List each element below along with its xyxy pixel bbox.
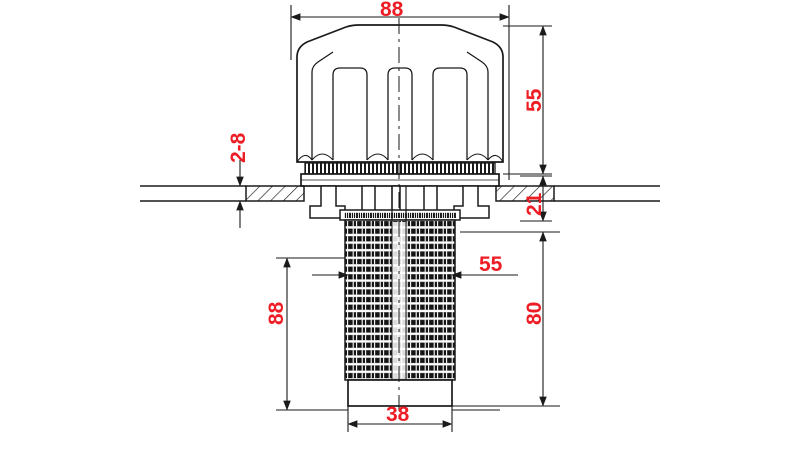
knob-cap-scallops — [296, 153, 504, 163]
dimline-cap-diameter — [290, 5, 510, 180]
dimline-cap-height — [503, 25, 552, 175]
internal-tube — [391, 186, 407, 222]
dimline-total-depth — [452, 231, 560, 407]
knob-knurl-band — [304, 162, 496, 175]
dimension-label-strainer-length: 88 — [265, 301, 288, 325]
knob-cap-outline — [296, 24, 504, 163]
dimline-strainer-bottom-dia — [300, 404, 500, 432]
dimension-label-plate-thickness: 2-8 — [227, 132, 250, 163]
strainer-bottom-cap — [347, 379, 453, 407]
dimline-strainer-length — [276, 257, 348, 411]
upper-flange-disc — [300, 173, 500, 187]
dimension-label-flange-height: 21 — [523, 192, 546, 216]
strainer-basket — [344, 219, 456, 381]
dimension-label-strainer-bottom-dia: 38 — [386, 403, 410, 426]
dimension-label-body-diameter: 55 — [479, 253, 503, 276]
dimline-body-diameter — [312, 252, 518, 290]
part-geometry — [140, 24, 660, 407]
dimension-lines — [228, 5, 560, 432]
knob-cap-flutes — [311, 51, 489, 160]
dimension-label-cap-height: 55 — [523, 88, 546, 112]
dimline-flange-height — [520, 175, 552, 222]
dimension-label-cap-diameter: 88 — [380, 0, 404, 21]
dimension-label-total-depth: 80 — [523, 301, 546, 325]
dimline-plate-thickness — [228, 160, 246, 228]
retaining-neck — [309, 185, 490, 219]
strainer-collar — [339, 209, 461, 221]
